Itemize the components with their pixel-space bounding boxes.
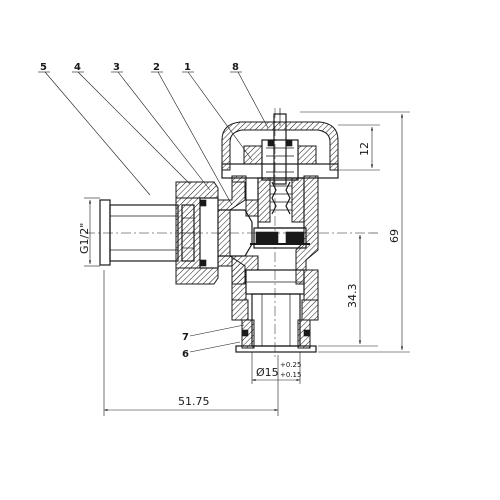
outlet-diameter-label: Ø15	[256, 366, 279, 379]
nut-bottom	[175, 267, 219, 285]
body-lower-left	[231, 255, 259, 301]
callout-4: 4	[74, 62, 81, 73]
callout-6: 6	[182, 349, 189, 360]
height-total-label: 69	[388, 229, 401, 243]
cap-assembly	[221, 108, 339, 185]
outlet-tailpiece	[235, 269, 317, 353]
callout-7: 7	[182, 332, 189, 343]
valve-insert	[250, 177, 310, 249]
nut-top	[175, 181, 219, 199]
seal-disc	[255, 231, 279, 245]
oring-4-top	[199, 199, 207, 207]
dimension-outlet: Ø15 +0.25 +0.15	[251, 352, 301, 384]
height-lower-label: 34.3	[346, 284, 359, 309]
spindle-gland	[261, 139, 299, 181]
body-neck-right	[301, 299, 319, 321]
dimension-height-lower: 34.3	[318, 232, 378, 347]
inlet-pipe	[99, 197, 201, 269]
return-spring	[271, 181, 291, 215]
outlet-tol-lower: +0.15	[280, 371, 301, 379]
outlet-base	[235, 345, 317, 353]
outlet-tol-upper: +0.25	[280, 361, 301, 369]
dimension-height-total: 69	[300, 111, 410, 353]
dimension-cap: 12	[338, 124, 380, 171]
callout-leaders	[44, 71, 269, 353]
oring-7-left	[241, 329, 249, 337]
body-neck-left	[231, 299, 249, 321]
oring-7-right	[303, 329, 311, 337]
protective-cap	[221, 121, 339, 171]
body-lower-right	[295, 269, 319, 301]
valve-body	[217, 175, 319, 321]
outlet-tube	[251, 293, 301, 347]
callout-1: 1	[184, 62, 191, 73]
inlet-flange	[99, 199, 111, 266]
callout-2: 2	[153, 62, 160, 73]
dimension-thread: G1/2"	[78, 197, 100, 267]
width-label: 51.75	[178, 395, 210, 408]
callout-3: 3	[113, 62, 120, 73]
union-nut	[175, 181, 219, 285]
oring-4-bottom	[199, 259, 207, 267]
callout-8: 8	[232, 62, 239, 73]
cap-height-label: 12	[358, 142, 371, 156]
dimension-width: 51.75	[103, 270, 279, 416]
callout-5: 5	[40, 62, 47, 73]
thread-label: G1/2"	[78, 223, 91, 254]
